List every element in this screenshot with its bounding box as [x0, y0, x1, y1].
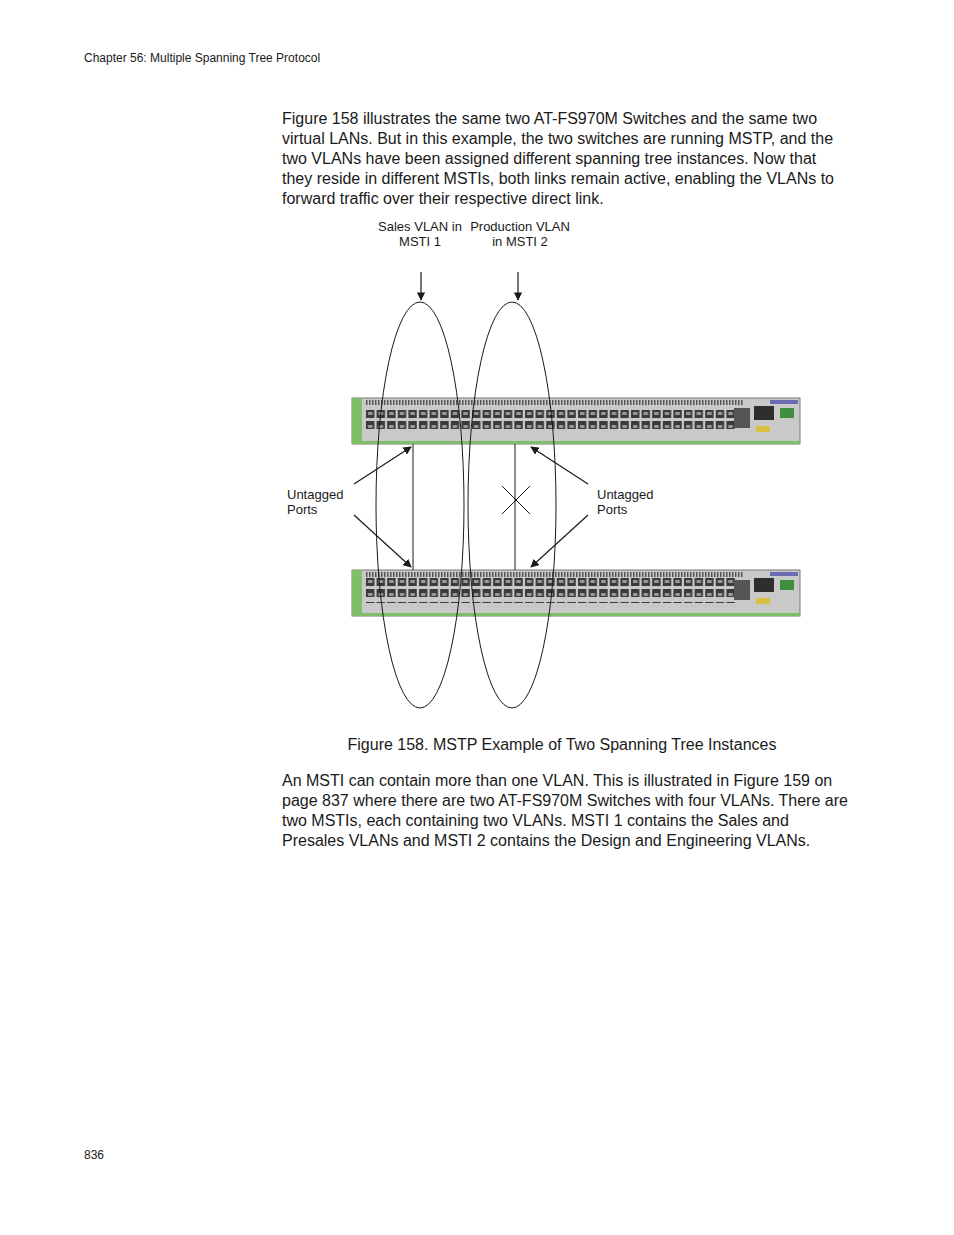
leader-arrows	[354, 272, 588, 567]
callout-label: Untagged Ports	[287, 487, 351, 517]
switch-bottom	[352, 570, 800, 616]
running-header: Chapter 56: Multiple Spanning Tree Proto…	[84, 51, 484, 65]
figure-caption: Figure 158. MSTP Example of Two Spanning…	[282, 735, 842, 755]
switch-top	[352, 398, 800, 444]
body-paragraph: Figure 158 illustrates the same two AT-F…	[282, 109, 848, 209]
page-number: 836	[84, 1148, 144, 1162]
callout-label: Untagged Ports	[597, 487, 661, 517]
vlan-ellipses	[376, 302, 556, 708]
links	[413, 444, 530, 570]
body-paragraph: An MSTI can contain more than one VLAN. …	[282, 771, 848, 851]
callout-label: Sales VLAN in MSTI 1	[370, 219, 470, 249]
callout-label: Production VLAN in MSTI 2	[468, 219, 572, 249]
